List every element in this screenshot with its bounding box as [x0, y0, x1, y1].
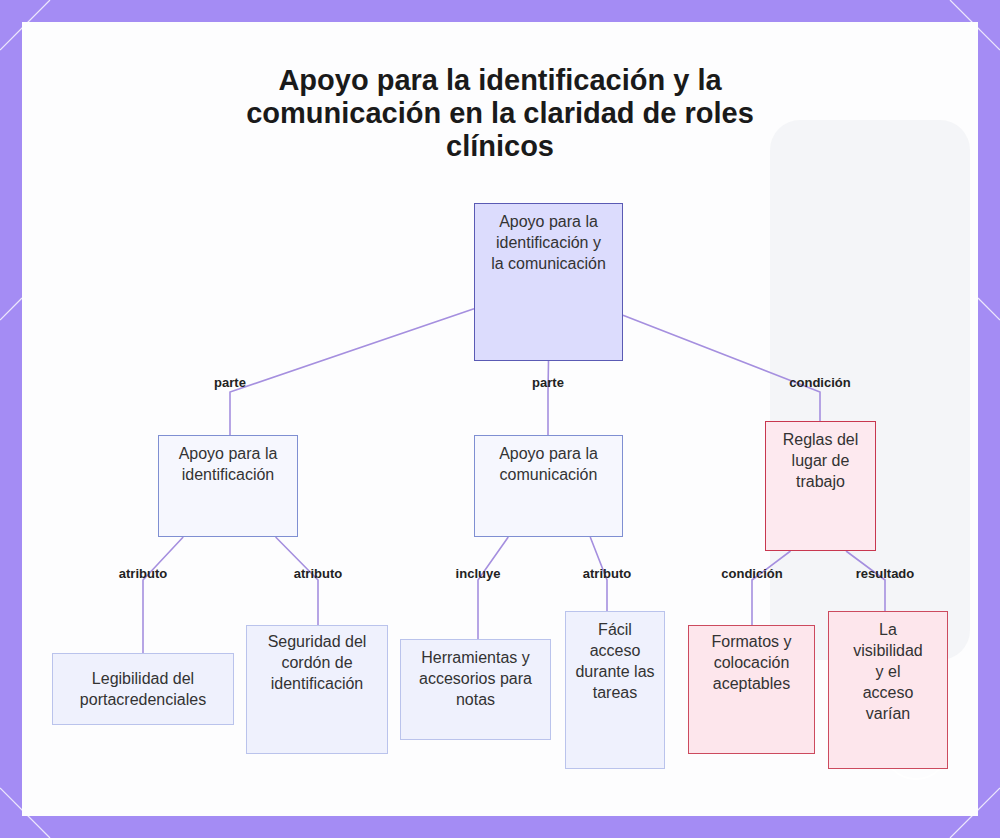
root-concept-box: Apoyo para la identificación y la comuni…: [474, 203, 623, 361]
connector-line: [230, 309, 474, 435]
edge-label: condición: [789, 375, 850, 391]
node-text: Fácil acceso durante las tareas: [575, 619, 655, 703]
node-text: Apoyo para la identificación y la comuni…: [490, 211, 608, 274]
part-box: Apoyo para la comunicación: [474, 435, 623, 537]
edge-label: atributo: [583, 566, 631, 582]
diagram-title: Apoyo para la identificación y la comuni…: [200, 64, 800, 163]
connector-line: [478, 537, 508, 639]
node-text: Herramientas y accesorios para notas: [416, 647, 536, 710]
edge-label: condición: [721, 566, 782, 582]
attribute-box: Seguridad del cordón de identificación: [246, 625, 388, 754]
edge-label: parte: [214, 375, 246, 391]
attribute-box: Legibilidad del portacredenciales: [52, 653, 234, 725]
part-box: Apoyo para la identificación: [158, 435, 298, 537]
node-text: La visibilidad y el acceso varían: [852, 619, 924, 724]
node-text: Reglas del lugar de trabajo: [781, 429, 861, 492]
connector-line: [752, 551, 791, 625]
edge-label: atributo: [294, 566, 342, 582]
condition-box: Reglas del lugar de trabajo: [765, 421, 876, 551]
node-text: Legibilidad del portacredenciales: [63, 668, 223, 710]
connector-line: [143, 537, 183, 653]
blurred-object: [770, 120, 970, 660]
node-text: Seguridad del cordón de identificación: [262, 631, 372, 694]
node-text: Apoyo para la comunicación: [481, 443, 617, 485]
node-text: Formatos y colocación aceptables: [704, 631, 800, 694]
edge-label: incluye: [456, 566, 501, 582]
result-box: La visibilidad y el acceso varían: [828, 611, 948, 769]
node-text: Apoyo para la identificación: [173, 443, 283, 485]
edge-label: resultado: [856, 566, 915, 582]
edge-label: parte: [532, 375, 564, 391]
connector-line: [623, 315, 820, 421]
condition-box: Formatos y colocación aceptables: [688, 625, 815, 754]
connector-line: [547, 361, 549, 435]
edge-label: atributo: [119, 566, 167, 582]
attribute-box: Fácil acceso durante las tareas: [565, 611, 665, 769]
include-box: Herramientas y accesorios para notas: [400, 639, 551, 740]
